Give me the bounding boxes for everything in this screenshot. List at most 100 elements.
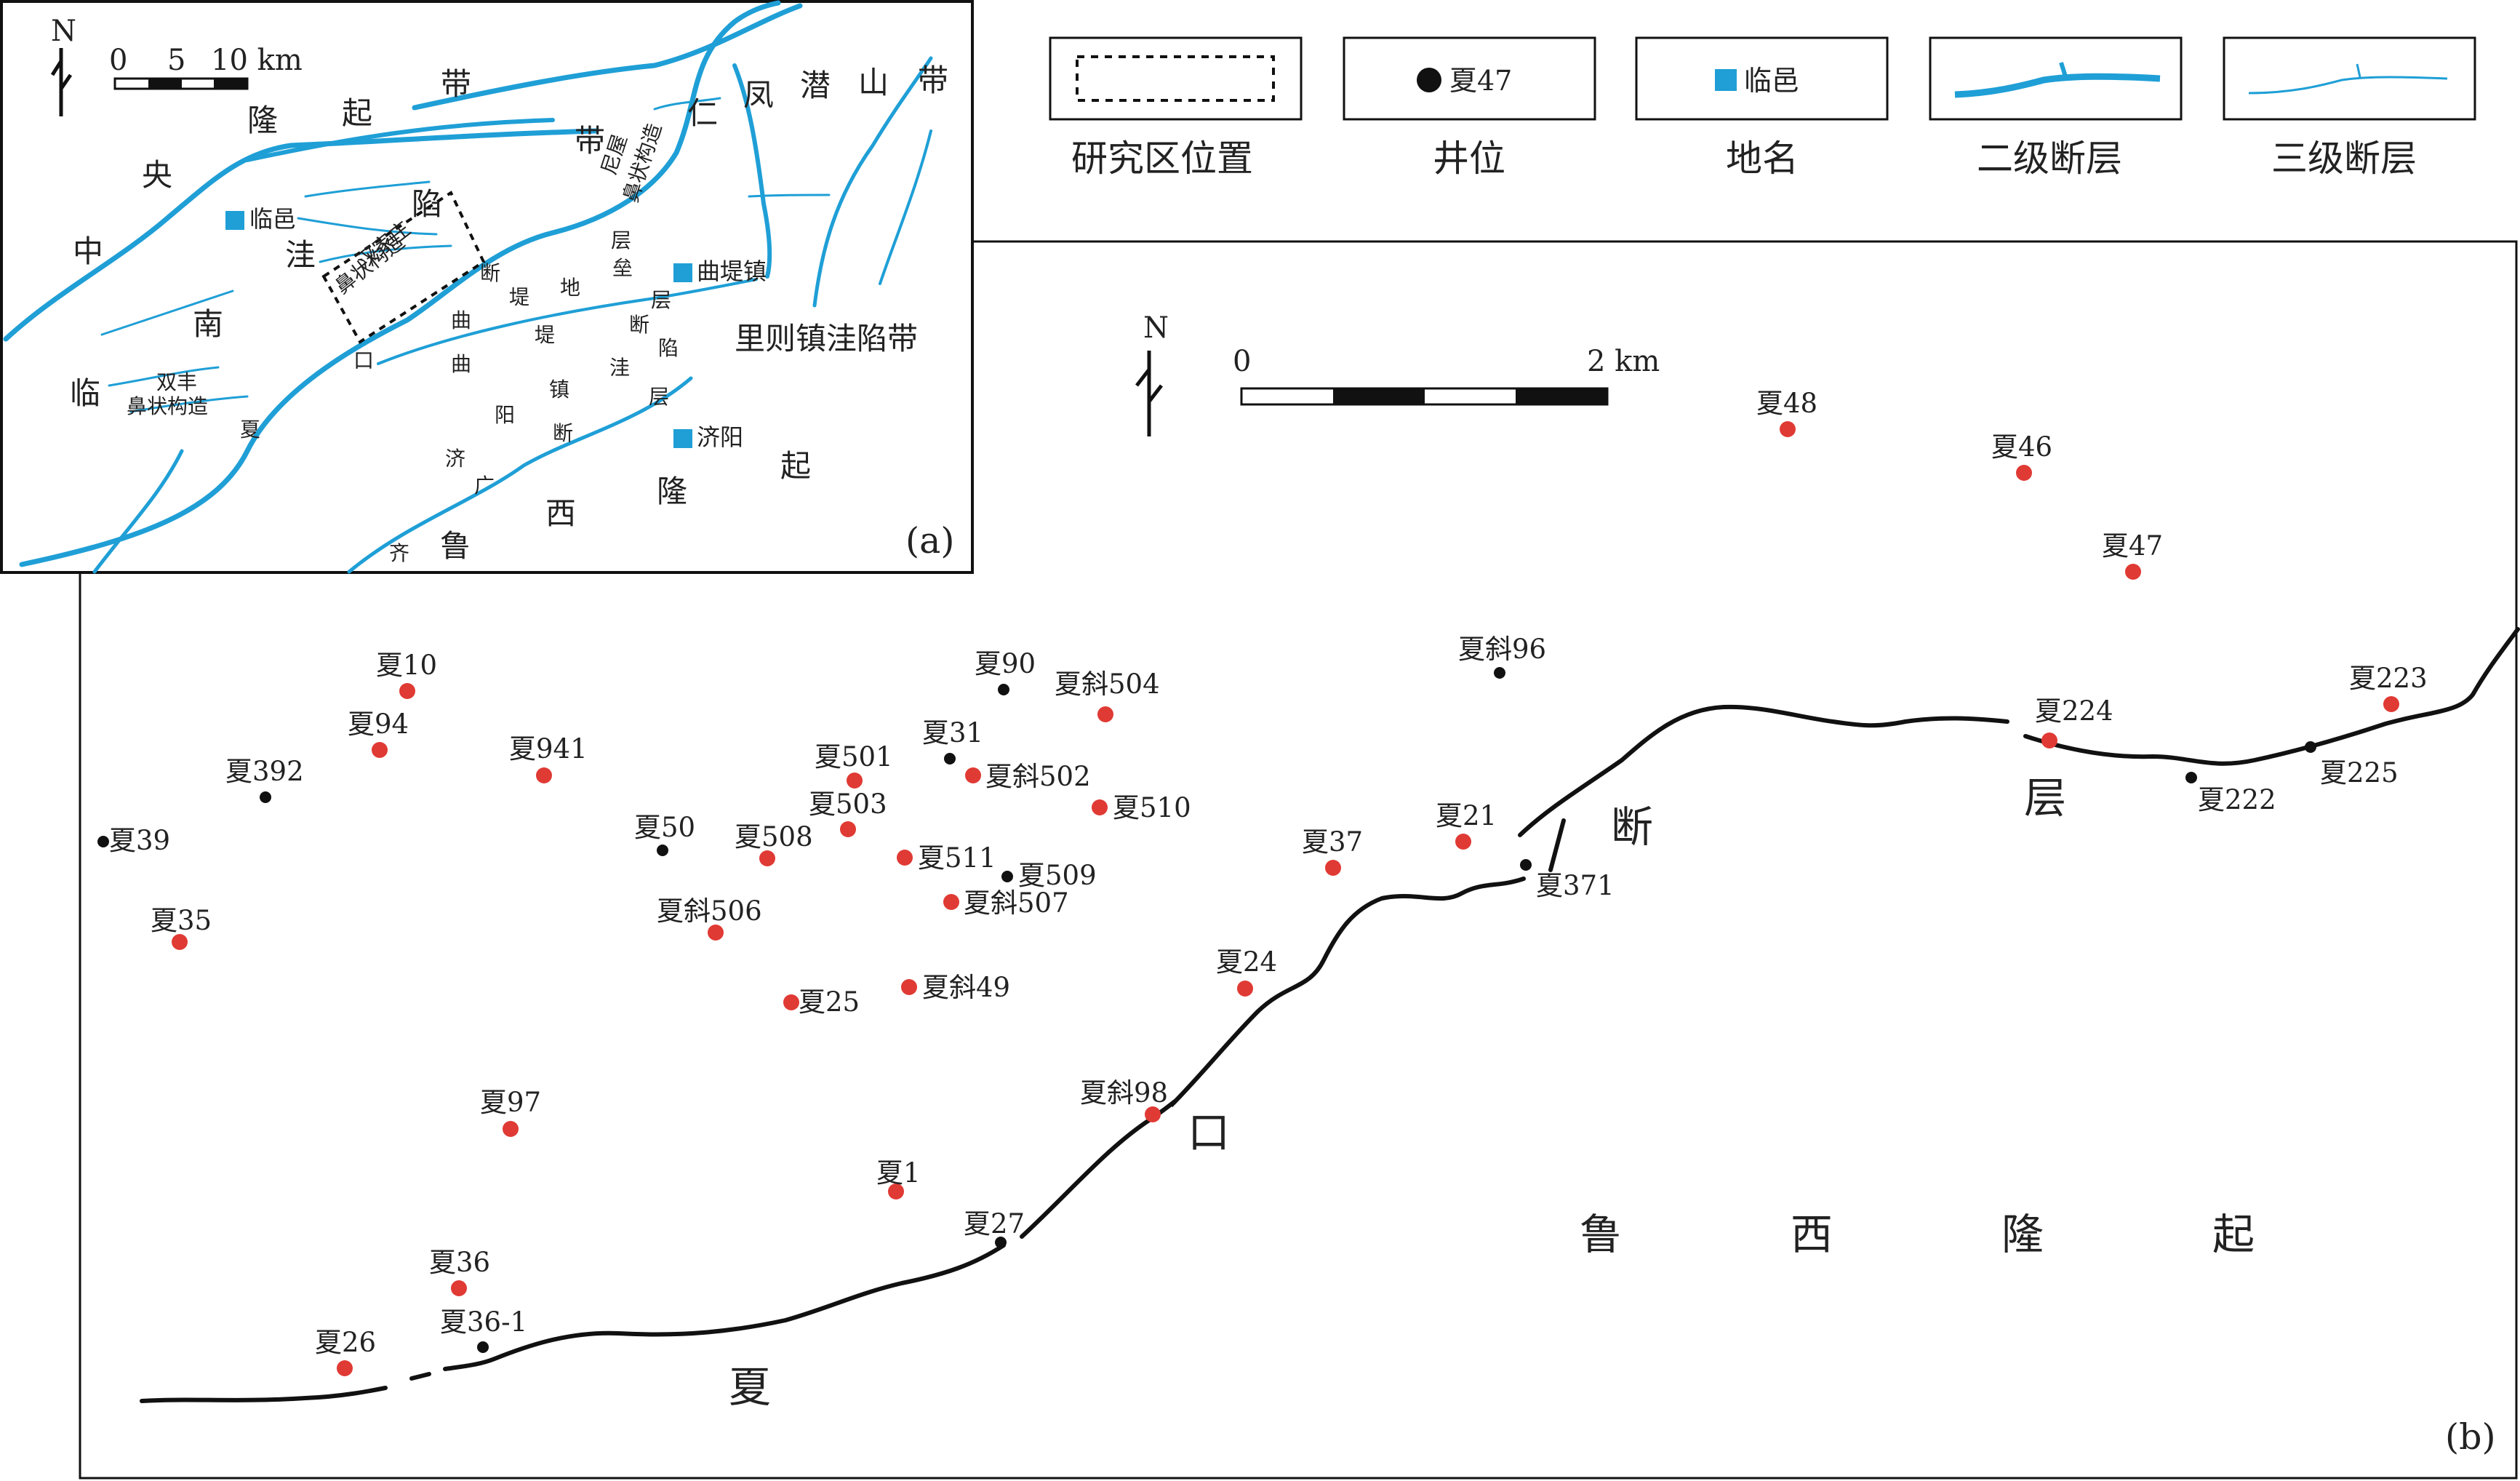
region-label-a: 临 [70, 375, 100, 411]
region-label-a: 堤 [535, 323, 555, 347]
region-label-a: 双丰 [156, 370, 197, 394]
legend-sample-3: 临邑 [1744, 65, 1799, 97]
well-label: 夏斜98 [1080, 1077, 1168, 1109]
place-label: 临邑 [249, 205, 296, 233]
region-labels-b: 断 层 口 夏 鲁 西 隆 起 [729, 773, 2255, 1412]
region-label-a: 鼻状构造 [127, 394, 208, 418]
well-label: 夏501 [815, 741, 893, 773]
well-label: 夏222 [2198, 784, 2276, 815]
well-label: 夏斜504 [1055, 668, 1160, 700]
north-label-a: N [51, 15, 76, 48]
fault-segment-far-east [2023, 627, 2520, 766]
wells-layer: 夏48夏46夏47夏223夏224夏225夏222夏斜96夏21夏371夏37夏… [97, 388, 2428, 1376]
well-夏50: 夏50 [634, 812, 695, 856]
scale-seg-2 [1333, 388, 1425, 404]
region-label-a: 曲 [451, 308, 471, 332]
well-label: 夏25 [799, 986, 860, 1018]
place-label: 济阳 [697, 423, 743, 451]
region-label-a: 带 [441, 66, 471, 102]
region-label: 夏 [729, 1362, 772, 1412]
region-label: 断 [1611, 802, 1655, 852]
well-label: 夏斜502 [985, 761, 1091, 792]
region-label-a: 央 [142, 157, 172, 193]
north-arrow-head [1135, 364, 1163, 407]
well-label: 夏21 [1436, 800, 1497, 831]
well-夏48: 夏48 [1756, 388, 1817, 437]
well-marker-black [1520, 859, 1532, 871]
well-marker-red [897, 850, 913, 866]
scale-a-tick-10: 10 km [211, 44, 303, 77]
fault-a-12 [653, 97, 721, 111]
legend-box-2 [1343, 36, 1596, 121]
well-夏10: 夏10 [376, 650, 437, 699]
well-marker-red [901, 979, 917, 995]
region-label-a: 起 [342, 95, 372, 131]
well-marker-red [840, 821, 856, 837]
well-label: 夏31 [922, 717, 983, 749]
well-marker-black [477, 1341, 489, 1353]
well-label: 夏48 [1756, 388, 1817, 419]
region-label-a: 里则镇洼陷带 [735, 321, 918, 356]
well-label: 夏46 [1991, 431, 2052, 463]
well-夏斜49: 夏斜49 [901, 972, 1010, 1003]
well-marker-red [708, 925, 724, 941]
region-label-a: 口 [353, 348, 374, 372]
well-label: 夏371 [1536, 870, 1615, 901]
legend-label-5: 三级断层 [2271, 137, 2417, 180]
well-夏39: 夏39 [97, 825, 170, 856]
fault-a-8 [100, 290, 234, 336]
legend: 研究区位置 夏47 井位 临邑 地名 二级断层 三级断层 [1049, 36, 2476, 180]
well-夏37: 夏37 [1302, 826, 1363, 876]
well-label: 夏36-1 [440, 1306, 527, 1338]
scale-tick-0: 0 [1233, 345, 1251, 378]
legend-box-3 [1635, 36, 1889, 121]
place-marker [225, 211, 244, 230]
well-marker-red [372, 742, 388, 758]
well-夏46: 夏46 [1991, 431, 2052, 481]
fault-a-11 [377, 278, 758, 365]
region-label-a: 镇 [549, 378, 569, 402]
region-label-a: 广 [474, 474, 495, 498]
well-label: 夏斜507 [964, 887, 1069, 919]
region-label-a: 潜 [800, 68, 831, 103]
well-label: 夏斜49 [922, 972, 1010, 1003]
well-marker-red [2016, 465, 2032, 481]
fault-a-10 [297, 217, 438, 236]
well-夏31: 夏31 [922, 717, 983, 765]
well-label: 夏503 [809, 789, 887, 820]
well-marker-black [260, 791, 271, 803]
fault-a-4 [19, 0, 781, 567]
well-marker-red [2041, 732, 2057, 749]
well-label: 夏斜96 [1458, 634, 1546, 665]
well-label: 夏39 [109, 825, 170, 856]
fault-segment-dash [409, 1372, 431, 1381]
region-label-a: 陷 [658, 336, 679, 360]
fault-a-14 [812, 56, 933, 308]
well-夏509: 夏509 [1001, 860, 1097, 891]
panel-b-label: (b) [2445, 1416, 2496, 1458]
well-marker-red [2125, 564, 2141, 580]
well-夏97: 夏97 [480, 1087, 541, 1137]
legend-well-symbol [1417, 68, 1441, 92]
fault-a-6 [92, 449, 184, 574]
region-label-a: 曲 [451, 352, 471, 376]
well-夏36: 夏36 [429, 1247, 490, 1296]
legend-thin-fault [2248, 76, 2448, 95]
well-夏510: 夏510 [1092, 792, 1191, 823]
well-夏90: 夏90 [975, 648, 1036, 695]
well-夏371: 夏371 [1520, 859, 1615, 901]
well-marker-red [1145, 1106, 1161, 1122]
region-label-a: 带 [918, 63, 948, 98]
well-label: 夏27 [964, 1208, 1025, 1240]
fault-a-5 [732, 63, 772, 279]
region-label-a: 隆 [247, 103, 278, 138]
region-label-a: 层 [611, 228, 631, 252]
well-夏94: 夏94 [348, 708, 409, 758]
region-label: 鲁 [1580, 1210, 1623, 1259]
well-marker-red [399, 683, 415, 699]
region-label-a: 夏 [240, 418, 260, 442]
scale-bar-b: 0 2 km [1233, 345, 1660, 406]
legend-label-1: 研究区位置 [1071, 137, 1253, 180]
well-label: 夏225 [2320, 757, 2399, 789]
well-marker-black [995, 1237, 1007, 1248]
